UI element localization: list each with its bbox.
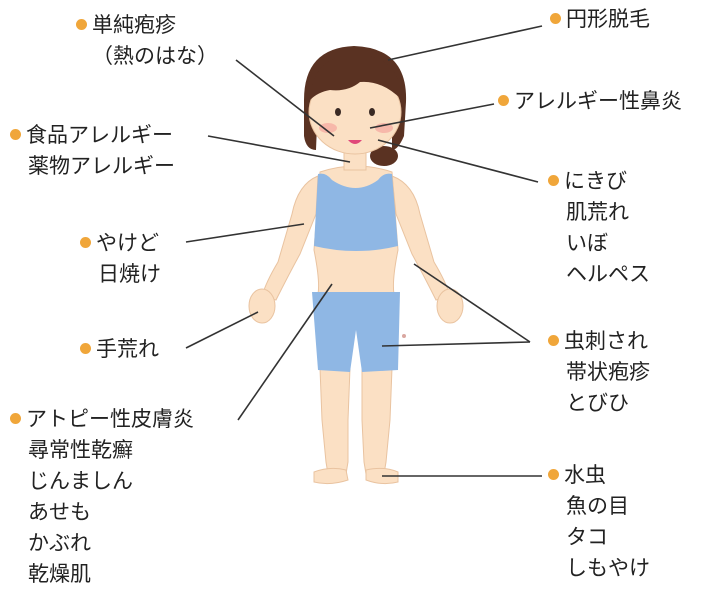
label-foot-group: 水虫 魚の目 タコ しもやけ (548, 460, 650, 584)
right-eye (369, 108, 375, 116)
bullet-icon (76, 19, 87, 30)
label-atopic-group: アトピー性皮膚炎 尋常性乾癬 じんましん あせも かぶれ 乾燥肌 (10, 404, 194, 590)
leader-hand (185, 311, 259, 349)
bullet-icon (80, 237, 91, 248)
label-hand-eczema: 手荒れ (80, 334, 159, 365)
leader-herpes (235, 59, 335, 137)
skin-mark (402, 334, 406, 338)
label-food-drug-allergy: 食品アレルギー 薬物アレルギー (10, 120, 175, 182)
leader-rhinitis (369, 103, 495, 129)
shorts (312, 292, 400, 372)
hair-bangs (310, 54, 402, 100)
label-alopecia: 円形脱毛 (550, 4, 650, 35)
label-herpes-simplex: 単純疱疹 （熱のはな） (76, 10, 218, 72)
leader-acne (377, 139, 539, 183)
hair-tie (370, 146, 398, 166)
bullet-icon (548, 469, 559, 480)
bullet-icon (10, 413, 21, 424)
label-burn-sunburn: やけど 日焼け (80, 228, 161, 290)
leader-allergy (207, 135, 351, 163)
label-acne-group: にきび 肌荒れ いぼ ヘルペス (548, 166, 650, 290)
left-leg (319, 367, 351, 475)
bullet-icon (80, 343, 91, 354)
mouth (348, 140, 362, 144)
leader-burn (185, 223, 305, 243)
bullet-icon (498, 95, 509, 106)
leader-insect-arm (413, 263, 531, 343)
label-insect-bite-group: 虫刺され 帯状疱疹 とびひ (548, 326, 650, 419)
left-hand (248, 288, 276, 324)
left-blush (319, 123, 337, 133)
left-eye (335, 108, 341, 116)
sports-bra (314, 173, 398, 251)
leader-insect-thigh (381, 341, 531, 347)
bullet-icon (10, 129, 21, 140)
bullet-icon (550, 13, 561, 24)
leader-alopecia (387, 25, 543, 61)
left-arm (261, 175, 319, 301)
bullet-icon (548, 335, 559, 346)
bullet-icon (548, 175, 559, 186)
right-leg (361, 367, 393, 475)
leader-lines (185, 25, 543, 477)
label-allergic-rhinitis: アレルギー性鼻炎 (498, 86, 682, 117)
leader-atopic (237, 283, 333, 421)
left-foot (313, 467, 349, 485)
